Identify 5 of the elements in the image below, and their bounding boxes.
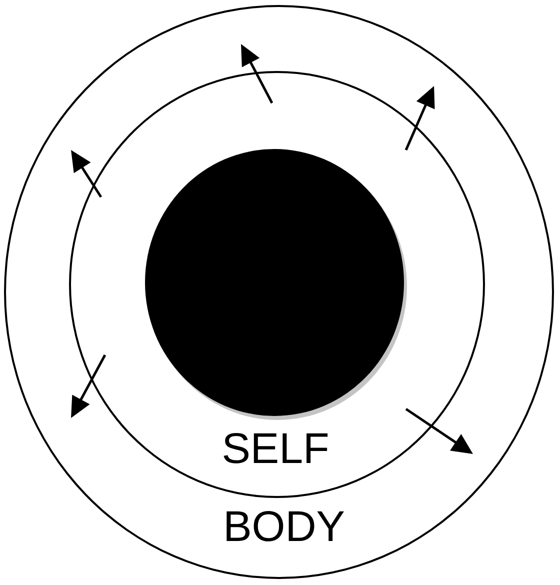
inner-circle (68, 70, 484, 498)
solid-disc (145, 149, 407, 420)
circle-label: SELF (222, 428, 330, 470)
outer-circle (4, 5, 554, 579)
circle-label: BODY (223, 506, 345, 549)
